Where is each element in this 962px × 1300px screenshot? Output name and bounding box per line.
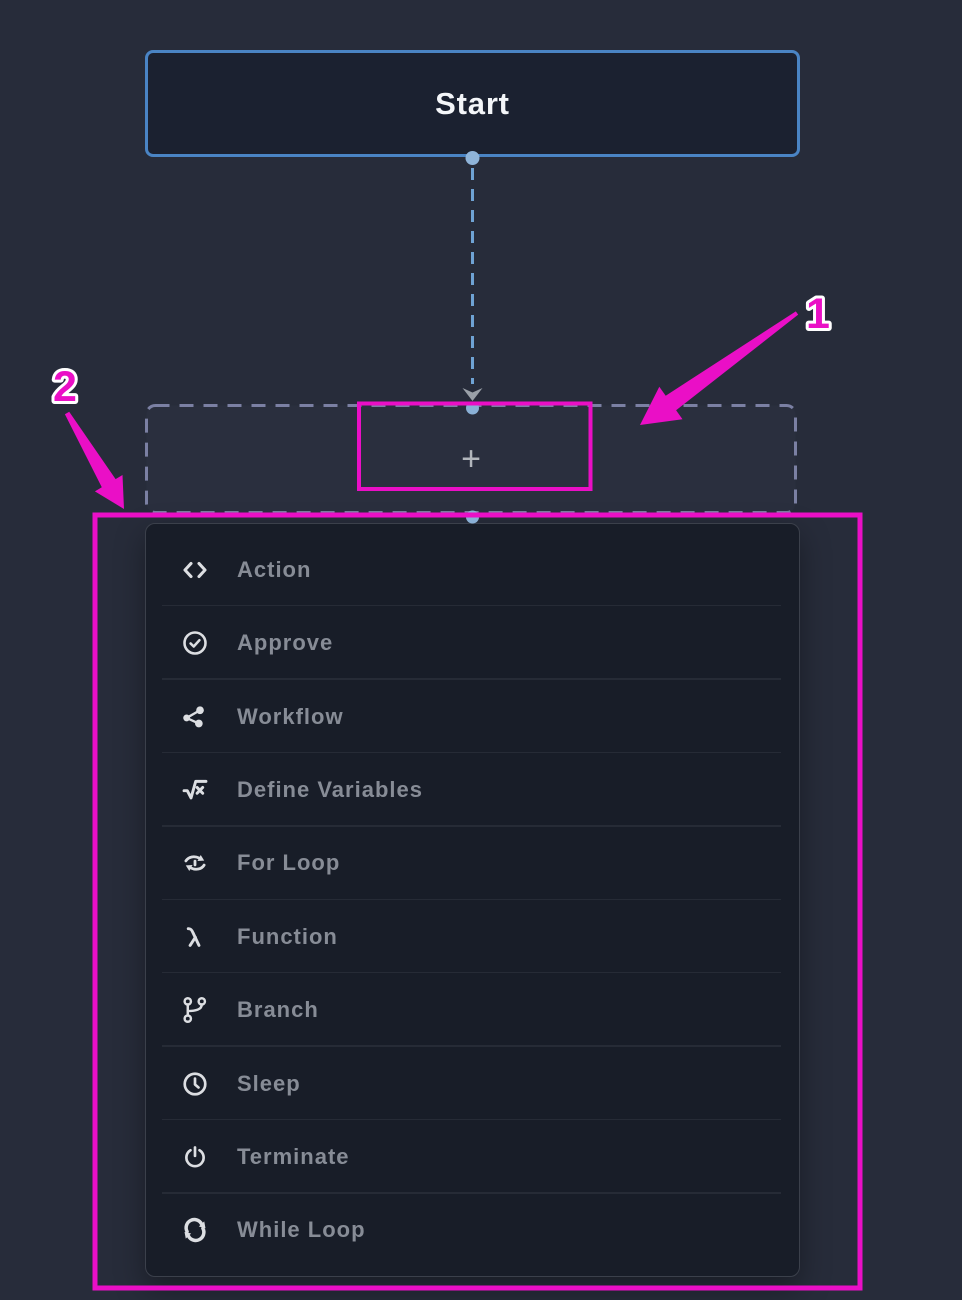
share-nodes-icon — [180, 702, 210, 732]
menu-item-label: Action — [237, 556, 312, 582]
menu-item-label: Define Variables — [237, 776, 423, 802]
power-icon — [180, 1142, 210, 1172]
menu-item-label: For Loop — [237, 850, 341, 876]
clock-icon — [180, 1069, 210, 1099]
menu-item[interactable]: Function — [146, 900, 799, 974]
menu-item-label: While Loop — [237, 1217, 366, 1243]
step-type-menu: Action Approve Workflow Define Variables… — [145, 523, 800, 1277]
start-node[interactable]: Start — [145, 50, 800, 157]
menu-item[interactable]: Define Variables — [146, 753, 799, 828]
menu-item-label: Terminate — [237, 1143, 350, 1169]
menu-item[interactable]: Sleep — [146, 1047, 799, 1121]
callout-2-arrow — [64, 411, 124, 509]
menu-item[interactable]: While Loop — [146, 1194, 799, 1267]
menu-item[interactable]: For Loop — [146, 827, 799, 901]
check-circle-icon — [180, 628, 210, 658]
start-node-label: Start — [435, 85, 510, 121]
add-step-drop-zone: + — [145, 404, 797, 514]
menu-item-label: Approve — [237, 630, 334, 656]
menu-item[interactable]: Terminate — [146, 1120, 799, 1195]
menu-item[interactable]: Branch — [146, 973, 799, 1048]
callout-1-label: 1 — [806, 290, 830, 338]
lambda-icon — [180, 922, 210, 952]
sqrt-variable-icon — [180, 775, 210, 805]
git-branch-icon — [180, 995, 210, 1025]
sync-icon — [180, 1215, 210, 1245]
code-icon — [180, 555, 210, 585]
menu-item-label: Sleep — [237, 1070, 301, 1096]
menu-item-label: Workflow — [237, 703, 344, 729]
menu-item-label: Branch — [237, 997, 319, 1023]
menu-item[interactable]: Workflow — [146, 680, 799, 754]
menu-item[interactable]: Action — [146, 533, 799, 607]
repeat-icon — [180, 848, 210, 878]
menu-item-label: Function — [237, 923, 338, 949]
add-step-button[interactable]: + — [356, 417, 586, 501]
plus-icon: + — [461, 440, 481, 478]
menu-item[interactable]: Approve — [146, 606, 799, 681]
callout-2-label: 2 — [53, 363, 77, 411]
edge-arrowhead — [462, 388, 483, 401]
